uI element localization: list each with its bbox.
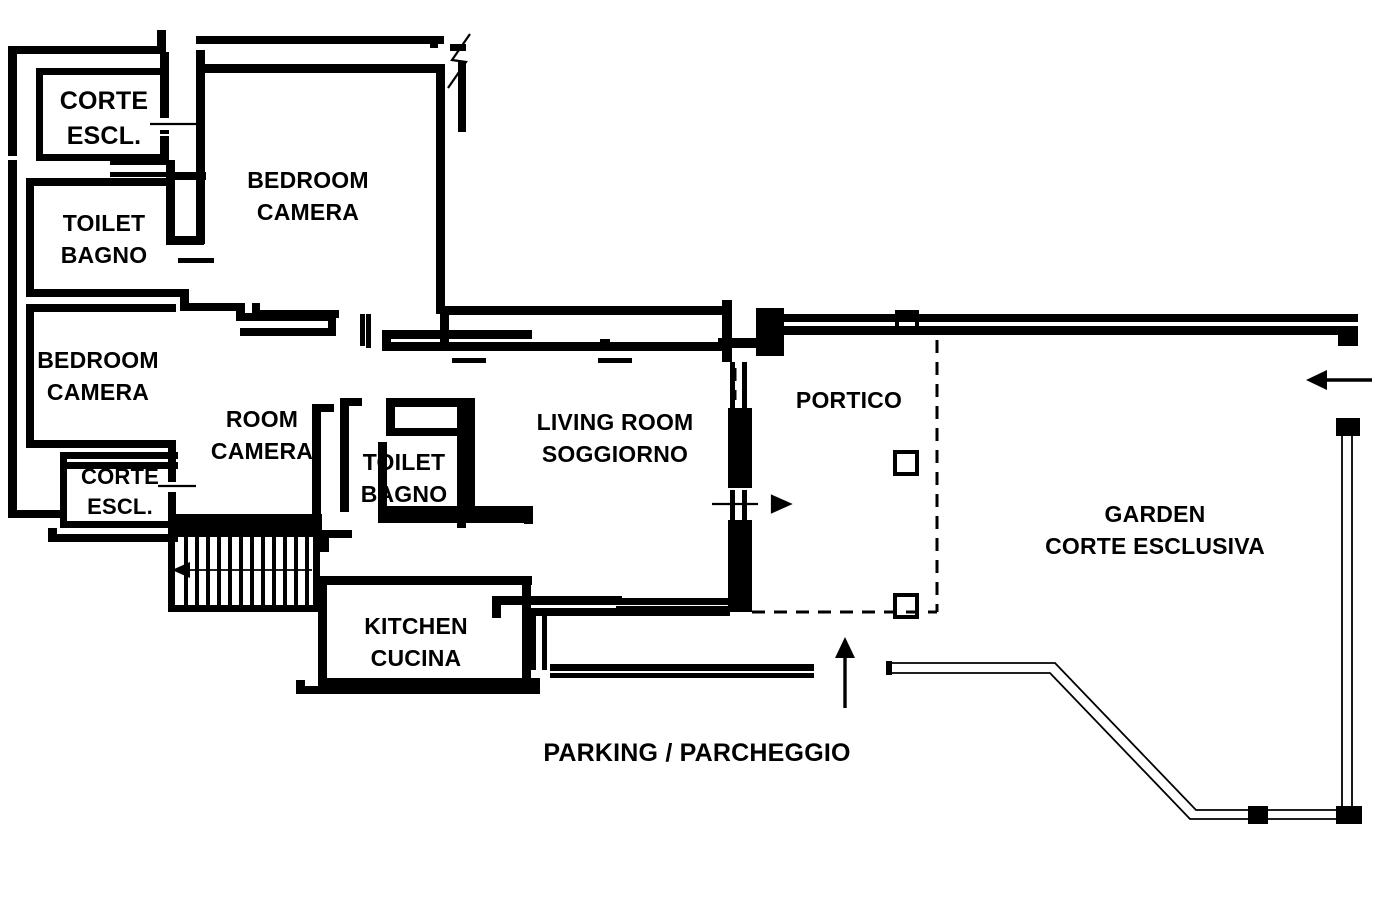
- garden-entry-arrow-head: [1306, 370, 1327, 390]
- wall-structure-central-corridor: [366, 306, 730, 363]
- label-bedroom-camera-top: BEDROOM CAMERA: [247, 165, 369, 228]
- wall-structure-kitchen: [296, 576, 814, 694]
- label-line-1: CORTE: [81, 464, 159, 489]
- label-line-2: ESCL.: [66, 121, 142, 150]
- label-line-2: BAGNO: [360, 480, 448, 507]
- label-corte-esclusiva-bottom: CORTE ESCL.: [81, 462, 159, 523]
- label-living-room-soggiorno: LIVING ROOM SOGGIORNO: [537, 407, 694, 470]
- portico-area: [752, 308, 1358, 619]
- label-line-2: CAMERA: [46, 378, 150, 405]
- label-line-2: CAMERA: [256, 198, 360, 225]
- garden-boundary: [886, 418, 1362, 824]
- label-line-1: TOILET: [362, 449, 446, 475]
- portico-column: [895, 310, 919, 334]
- wall-structure-top-bedroom: [196, 33, 471, 314]
- portico-door-swing-icon: [772, 496, 790, 512]
- portico-column: [893, 450, 919, 476]
- wall-structure-living-room: [466, 300, 793, 618]
- label-corte-esclusiva-top: CORTE ESCL.: [60, 84, 149, 153]
- label-line-1: PARKING / PARCHEGGIO: [543, 739, 851, 767]
- label-line-1: GARDEN: [1104, 501, 1206, 527]
- label-line-1: BEDROOM: [247, 167, 369, 193]
- entry-arrows: [835, 370, 1372, 708]
- label-toilet-bagno-bottom: TOILET BAGNO: [361, 447, 448, 510]
- wall-structure-left-block: [8, 30, 365, 542]
- label-line-1: KITCHEN: [364, 613, 468, 639]
- label-line-2: CUCINA: [370, 644, 462, 671]
- label-line-1: BEDROOM: [37, 347, 159, 373]
- parking-entry-arrow-head: [835, 637, 855, 658]
- portico-column: [893, 593, 919, 619]
- label-line-2: BAGNO: [60, 241, 148, 268]
- label-line-1: LIVING ROOM: [536, 409, 694, 435]
- label-bedroom-camera-left: BEDROOM CAMERA: [37, 345, 159, 408]
- label-line-1: TOILET: [62, 210, 146, 236]
- label-kitchen-cucina: KITCHEN CUCINA: [364, 611, 468, 674]
- label-room-camera: ROOM CAMERA: [211, 404, 313, 467]
- label-line-1: PORTICO: [795, 387, 903, 413]
- label-line-2: SOGGIORNO: [541, 440, 689, 467]
- label-garden-corte-esclusiva: GARDEN CORTE ESCLUSIVA: [1045, 499, 1265, 562]
- label-line-2: CAMERA: [210, 437, 314, 464]
- label-line-1: CORTE: [59, 87, 149, 115]
- label-parking-parcheggio: PARKING / PARCHEGGIO: [543, 736, 850, 771]
- label-line-2: CORTE ESCLUSIVA: [1045, 532, 1265, 559]
- label-line-2: ESCL.: [87, 494, 153, 520]
- label-line-1: ROOM: [225, 406, 299, 432]
- label-toilet-bagno-top: TOILET BAGNO: [61, 208, 148, 271]
- label-portico: PORTICO: [796, 385, 902, 417]
- wall-structure-lower-toilet: [340, 398, 533, 528]
- staircase: [168, 530, 352, 612]
